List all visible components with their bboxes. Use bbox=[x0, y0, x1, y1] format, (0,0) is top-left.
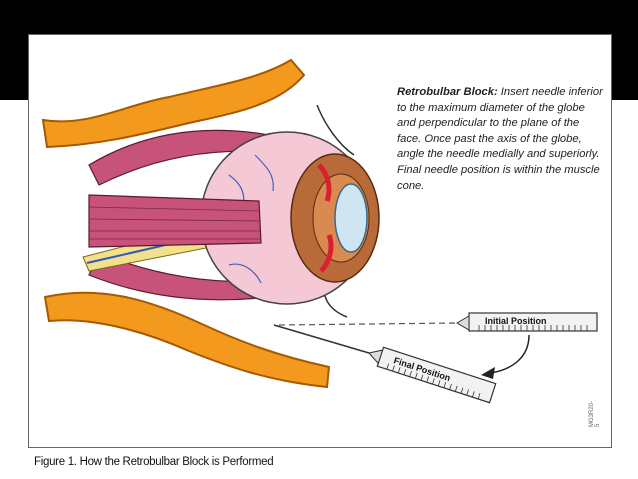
procedure-description: Retrobulbar Block: Insert needle inferio… bbox=[397, 85, 603, 194]
final-needle-trajectory bbox=[273, 324, 370, 354]
muscle-fibers bbox=[88, 206, 261, 240]
syringe-initial-position: Initial Position bbox=[456, 312, 598, 332]
figure-caption: Figure 1. How the Retrobulbar Block is P… bbox=[34, 456, 274, 468]
description-heading: Retrobulbar Block: bbox=[397, 86, 498, 98]
lower-orbital-fat bbox=[43, 291, 331, 389]
upper-orbital-fat bbox=[41, 58, 306, 149]
eye-anatomy-diagram: Initial Position Final Position bbox=[41, 58, 598, 404]
repositioning-arrow-head bbox=[481, 367, 495, 379]
initial-position-label: Initial Position bbox=[485, 316, 547, 326]
ciliary-body bbox=[317, 163, 334, 273]
cornea bbox=[334, 183, 368, 253]
syringe-final-position: Final Position bbox=[368, 346, 497, 404]
figure-code: MG3R20-5 bbox=[589, 400, 601, 427]
figure-frame: Initial Position Final Position Retrobul… bbox=[28, 34, 612, 448]
repositioning-arrow bbox=[490, 334, 530, 374]
initial-needle-trajectory bbox=[278, 322, 458, 326]
upper-eyelid bbox=[316, 104, 355, 156]
description-body: Insert needle inferior to the maximum di… bbox=[397, 86, 603, 192]
